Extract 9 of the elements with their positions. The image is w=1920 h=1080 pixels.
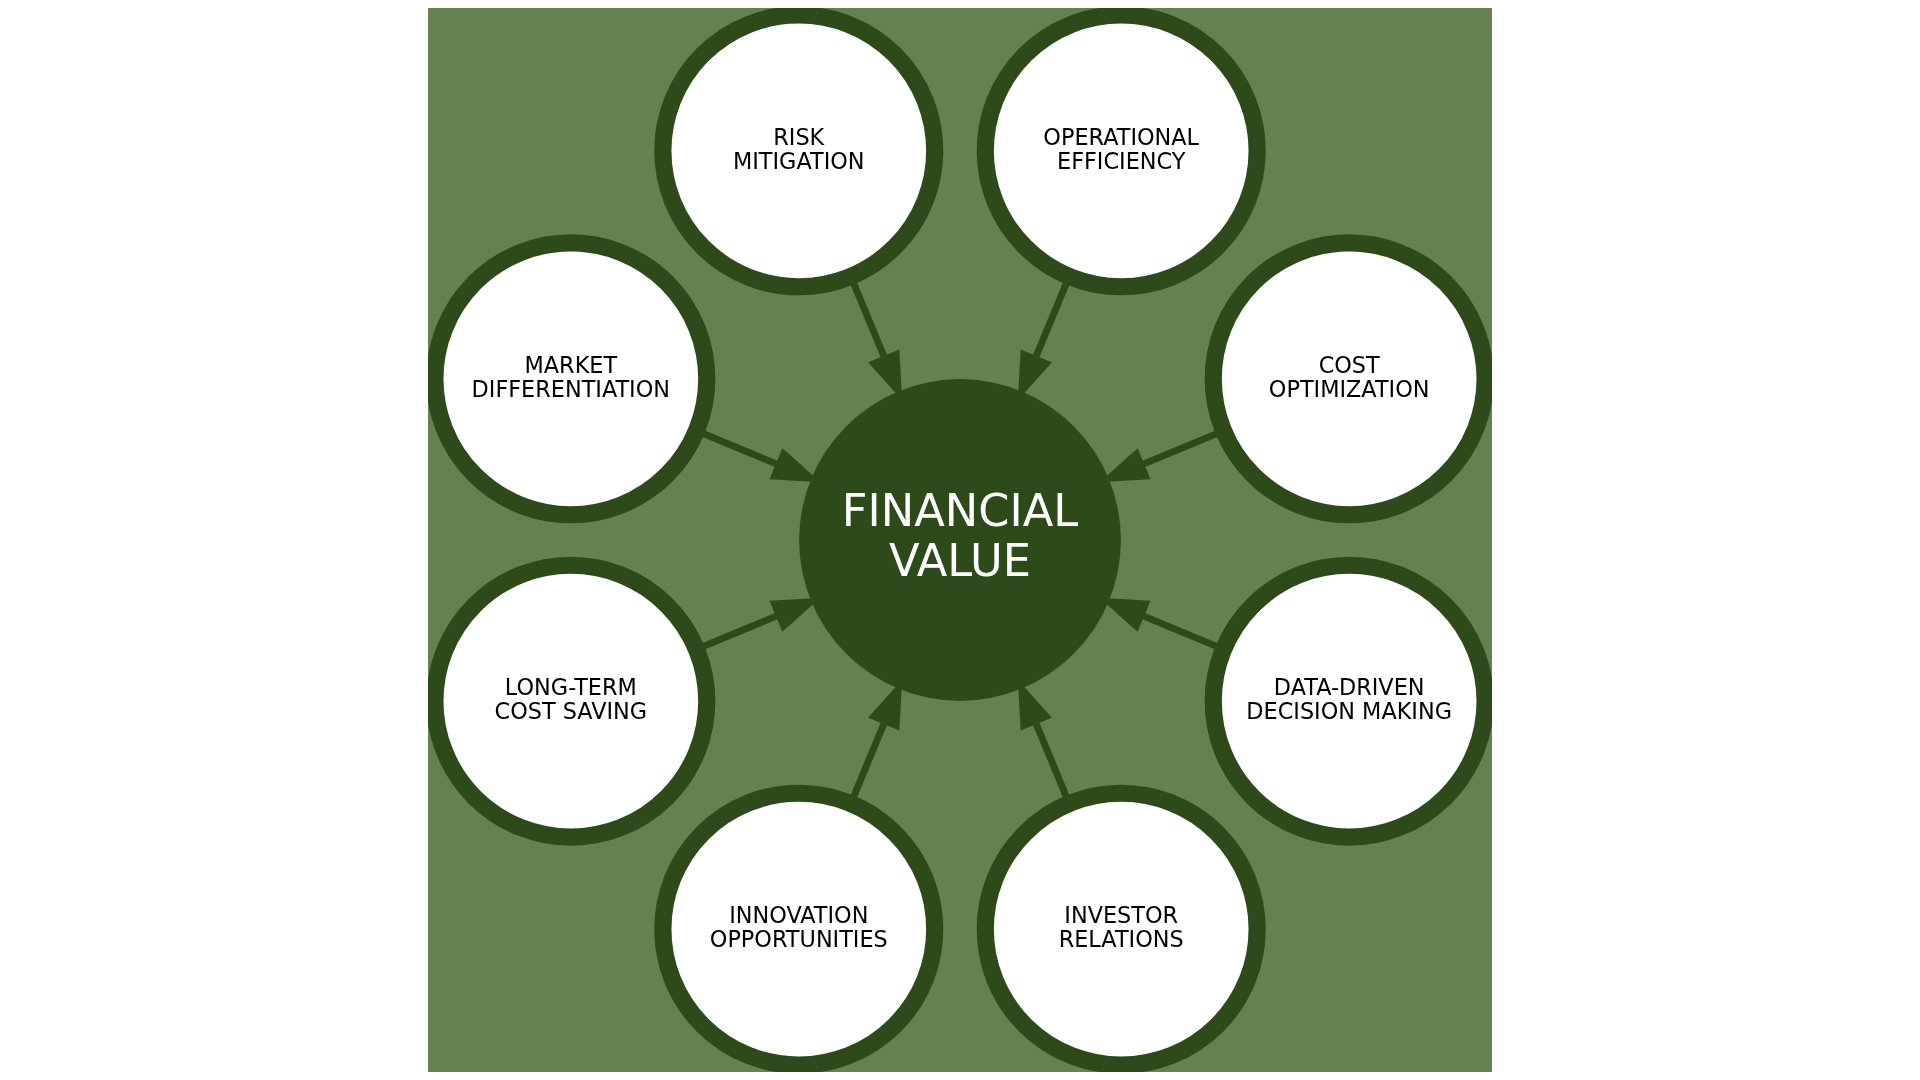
node-circle: MARKET DIFFERENTIATION bbox=[428, 234, 716, 524]
node-circle: COST OPTIMIZATION bbox=[1204, 234, 1492, 524]
node-circle: FINANCIAL VALUE bbox=[799, 379, 1121, 701]
node-circle: DATA-DRIVEN DECISION MAKING bbox=[1204, 556, 1492, 846]
node-circle: INVESTOR RELATIONS bbox=[976, 784, 1266, 1072]
node-circle: RISK MITIGATION bbox=[654, 8, 944, 296]
node-circle: LONG-TERM COST SAVING bbox=[428, 556, 716, 846]
node-circle: INNOVATION OPPORTUNITIES bbox=[654, 784, 944, 1072]
node-circle: OPERATIONAL EFFICIENCY bbox=[976, 8, 1266, 296]
